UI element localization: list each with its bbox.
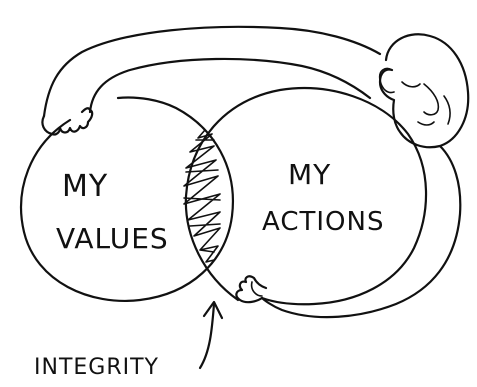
thumb (250, 281, 263, 297)
actions-label-line2: ACTIONS (262, 207, 384, 237)
head (378, 33, 470, 149)
integrity-arrow (198, 302, 216, 370)
integrity-label: INTEGRITY (34, 355, 159, 380)
values-circle (20, 96, 234, 302)
closed-eye (401, 81, 421, 88)
values-label-line1: MY (62, 169, 108, 204)
arm-lower (88, 57, 372, 114)
right-hand (235, 275, 268, 304)
arm-upper (42, 25, 382, 118)
actions-label-line1: MY (288, 158, 331, 191)
actions-circle (184, 87, 428, 306)
mouth (417, 121, 435, 126)
shoulder (260, 144, 462, 319)
integrity-arrowhead (202, 300, 224, 320)
nose (423, 83, 440, 116)
ear (378, 67, 395, 94)
overlap-hatching-scribble (183, 129, 221, 263)
cheek-line (443, 95, 451, 125)
values-label-line2: VALUES (56, 222, 169, 255)
left-hand (41, 107, 94, 136)
